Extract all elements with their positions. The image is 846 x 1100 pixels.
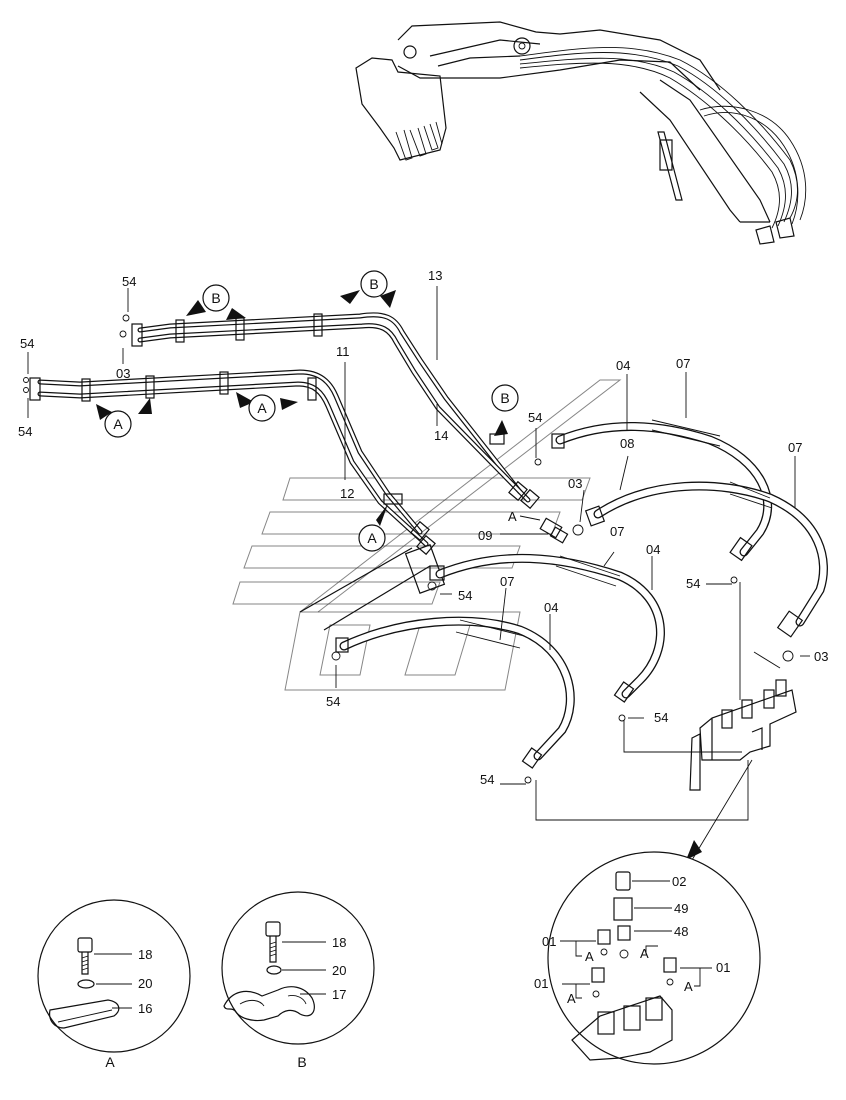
label-03-b: 03 xyxy=(568,476,582,491)
detail-magnified-fittings: 02 49 48 01 A A 01 A 01 A xyxy=(534,851,761,1065)
svg-text:17: 17 xyxy=(332,987,346,1002)
label-07-a: 07 xyxy=(676,356,690,371)
label-07-c: 07 xyxy=(610,524,624,539)
part-labels: 54 03 54 54 13 11 14 12 54 04 07 08 07 0… xyxy=(18,268,828,787)
svg-text:49: 49 xyxy=(674,901,688,916)
detail-b-caption: B xyxy=(297,1054,306,1070)
control-valve-block xyxy=(689,679,797,791)
mount-bracket xyxy=(299,544,446,631)
label-07-b: 07 xyxy=(788,440,802,455)
svg-text:A: A xyxy=(257,400,267,416)
pipe-11 xyxy=(37,369,436,556)
detail-a-caption: A xyxy=(105,1054,115,1070)
svg-text:02: 02 xyxy=(672,874,686,889)
label-13: 13 xyxy=(428,268,442,283)
callout-a-3: A xyxy=(358,524,386,552)
svg-text:48: 48 xyxy=(674,924,688,939)
detail-a-clamp: 18 20 16 A xyxy=(37,899,191,1070)
detail-b-clamp: 18 20 17 B xyxy=(221,891,375,1070)
label-04-a: 04 xyxy=(616,358,630,373)
svg-text:18: 18 xyxy=(332,935,346,950)
label-14: 14 xyxy=(434,428,448,443)
svg-text:01: 01 xyxy=(716,960,730,975)
svg-text:B: B xyxy=(500,390,509,406)
hose-07-04-middle xyxy=(429,553,665,703)
leader-lines xyxy=(27,286,810,861)
svg-text:16: 16 xyxy=(138,1001,152,1016)
callout-b-1: B xyxy=(202,284,230,312)
svg-text:A: A xyxy=(684,979,693,994)
callout-a-small: A xyxy=(508,509,517,524)
pipe-clamps xyxy=(23,313,505,505)
label-54-h: 54 xyxy=(654,710,668,725)
label-11: 11 xyxy=(336,344,350,359)
label-09: 09 xyxy=(478,528,492,543)
fitting-09 xyxy=(534,458,584,544)
svg-text:A: A xyxy=(585,949,594,964)
svg-text:A: A xyxy=(113,416,123,432)
label-03-a: 03 xyxy=(116,366,130,381)
label-54-g: 54 xyxy=(326,694,340,709)
label-54-f: 54 xyxy=(686,576,700,591)
label-07-d: 07 xyxy=(500,574,514,589)
watermark-logo xyxy=(232,379,622,691)
svg-text:B: B xyxy=(369,276,378,292)
label-03-c: 03 xyxy=(814,649,828,664)
callout-arrows xyxy=(96,290,702,860)
label-04-c: 04 xyxy=(544,600,558,615)
label-04-b: 04 xyxy=(646,542,660,557)
label-08: 08 xyxy=(620,436,634,451)
label-54-a: 54 xyxy=(122,274,136,289)
hose-07-04-lower xyxy=(335,616,575,769)
svg-text:01: 01 xyxy=(534,976,548,991)
label-54-e: 54 xyxy=(458,588,472,603)
svg-text:18: 18 xyxy=(138,947,152,962)
svg-text:A: A xyxy=(567,991,576,1006)
hose-08-07-right xyxy=(584,481,828,638)
label-54-i: 54 xyxy=(480,772,494,787)
svg-text:B: B xyxy=(211,290,220,306)
svg-text:20: 20 xyxy=(138,976,152,991)
label-54-d: 54 xyxy=(528,410,542,425)
callout-b-2: B xyxy=(360,270,388,298)
label-54-c: 54 xyxy=(18,424,32,439)
svg-text:01: 01 xyxy=(542,934,556,949)
svg-text:A: A xyxy=(640,946,649,961)
svg-text:A: A xyxy=(367,530,377,546)
svg-text:20: 20 xyxy=(332,963,346,978)
callout-a-1: A xyxy=(104,410,132,438)
excavator-overview xyxy=(355,21,807,245)
label-54-b: 54 xyxy=(20,336,34,351)
callout-a-2: A xyxy=(248,394,276,422)
o-rings xyxy=(331,576,794,784)
label-12: 12 xyxy=(340,486,354,501)
callout-b-3: B xyxy=(491,384,519,412)
pipe-13 xyxy=(137,312,540,510)
